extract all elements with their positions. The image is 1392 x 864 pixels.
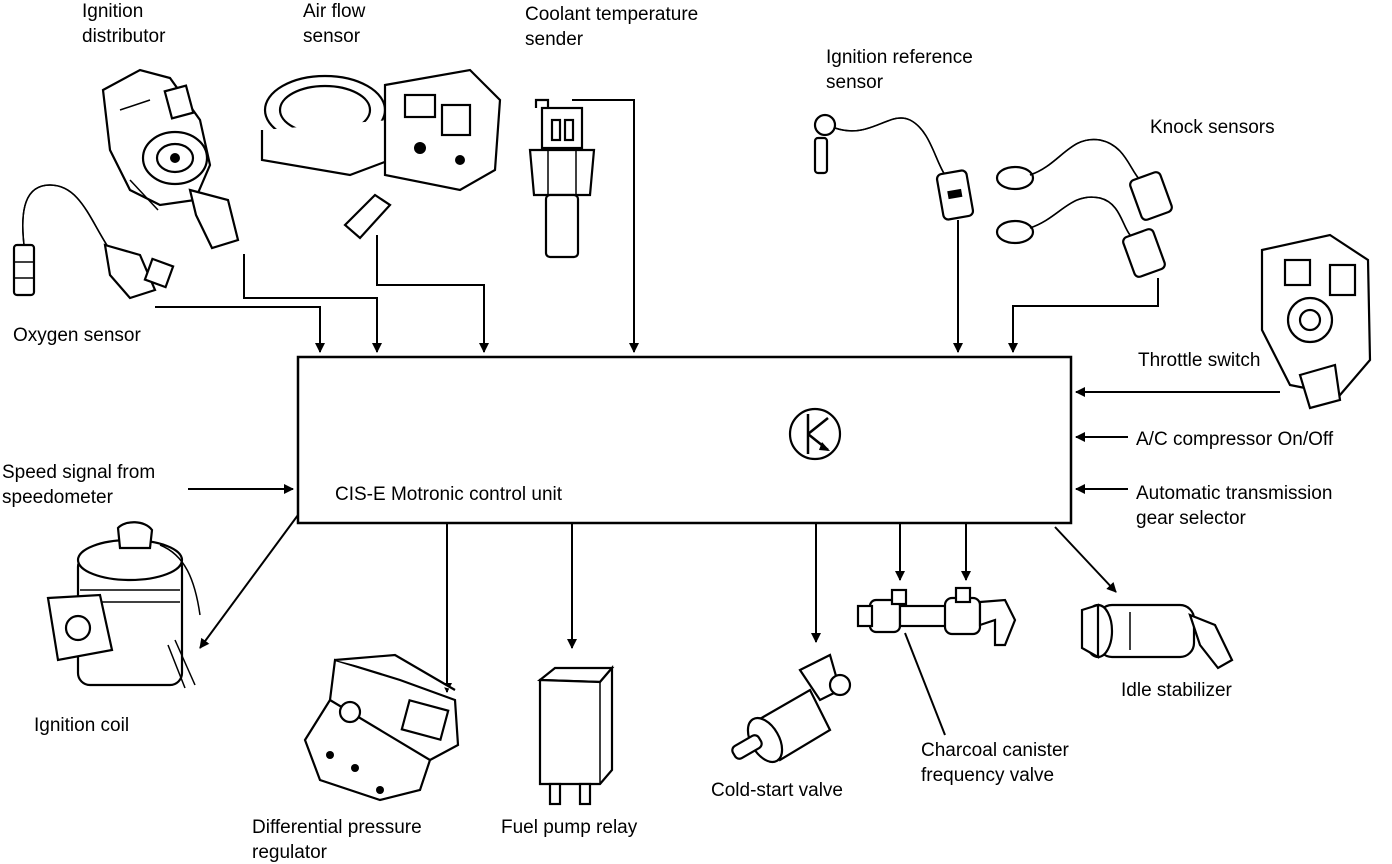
label-automatic-transmission-line2: gear selector — [1136, 508, 1247, 529]
oxygen-sensor-icon — [12, 184, 175, 300]
coolant-temperature-sender-icon — [528, 98, 596, 259]
wire-coolant-sender — [572, 99, 639, 353]
transistor-k-logo-icon — [788, 407, 842, 461]
control-unit-box — [296, 355, 1073, 525]
knock-sensors-icon — [995, 138, 1173, 278]
wire-knock-sensors — [1008, 278, 1159, 353]
label-air-flow-sensor-line1: Air flow — [303, 1, 366, 22]
label-differential-pressure-line2: regulator — [252, 842, 328, 863]
label-charcoal-canister-line2: frequency valve — [921, 765, 1054, 786]
control-unit: CIS-E Motronic control unit — [296, 355, 1073, 525]
idle-stabilizer-icon — [1080, 603, 1234, 670]
label-speed-signal-line1: Speed signal from — [2, 462, 155, 483]
ignition-distributor-icon — [101, 68, 240, 250]
label-oxygen-sensor: Oxygen sensor — [13, 325, 141, 346]
ignition-coil-icon — [46, 521, 201, 689]
differential-pressure-regulator-icon — [303, 653, 460, 802]
label-automatic-transmission-line1: Automatic transmission — [1136, 483, 1332, 504]
control-unit-label: CIS-E Motronic control unit — [335, 484, 563, 505]
wire-ignition-distributor — [243, 254, 382, 353]
throttle-switch-icon — [1260, 233, 1372, 410]
label-coolant-temperature-line2: sender — [525, 29, 584, 50]
label-differential-pressure-line1: Differential pressure — [252, 817, 422, 838]
charcoal-canister-frequency-valve-icon — [856, 586, 1017, 647]
label-charcoal-canister-line1: Charcoal canister — [921, 740, 1070, 761]
fuel-pump-relay-icon — [536, 665, 615, 806]
label-idle-stabilizer: Idle stabilizer — [1121, 680, 1233, 701]
cold-start-valve-icon — [731, 653, 852, 764]
label-speed-signal-line2: speedometer — [2, 487, 114, 508]
ignition-reference-sensor-icon — [813, 113, 975, 221]
label-coolant-temperature-line1: Coolant temperature — [525, 4, 698, 25]
canister-leader-line — [904, 632, 946, 736]
label-fuel-pump-relay: Fuel pump relay — [501, 817, 638, 838]
label-ignition-coil: Ignition coil — [34, 715, 129, 736]
label-cold-start-valve: Cold-start valve — [711, 780, 843, 801]
output-wires — [199, 514, 1117, 693]
labels: Ignition distributor Air flow sensor Coo… — [2, 1, 1334, 863]
wire-air-flow-sensor — [376, 235, 489, 353]
label-ignition-distributor-line1: Ignition — [82, 1, 143, 22]
label-air-flow-sensor-line2: sensor — [303, 26, 361, 47]
wire-oxygen-sensor — [155, 306, 325, 353]
label-knock-sensors: Knock sensors — [1150, 117, 1275, 138]
wire-ignition-coil — [199, 514, 299, 649]
label-ac-compressor: A/C compressor On/Off — [1136, 429, 1334, 450]
air-flow-sensor-icon — [260, 68, 502, 240]
label-ignition-distributor-line2: distributor — [82, 26, 166, 47]
label-ignition-reference-line1: Ignition reference — [826, 47, 973, 68]
wire-idle-stabilizer — [1054, 526, 1117, 593]
label-throttle-switch: Throttle switch — [1138, 350, 1260, 371]
input-wires — [155, 99, 1280, 494]
label-ignition-reference-line2: sensor — [826, 72, 884, 93]
